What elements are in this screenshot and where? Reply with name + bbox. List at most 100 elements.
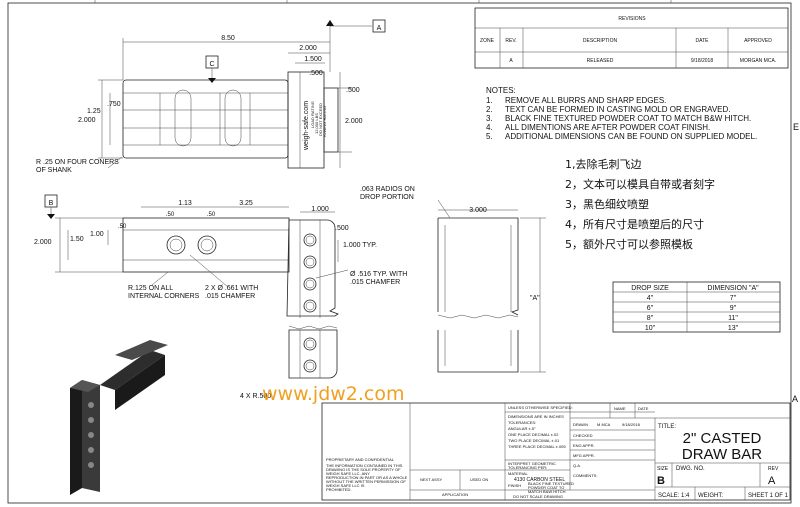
- tb-material: 4130 CARBON STEEL: [514, 477, 565, 483]
- datum-b-label: B: [49, 200, 54, 207]
- drop-cell-size: 4": [647, 295, 654, 302]
- note-text-4: ALL DIMENTIONS ARE AFTER POWDER COAT FIN…: [505, 123, 710, 132]
- tb-finish: MATCH B&W HITCH: [528, 489, 566, 494]
- tb-next-assy: NEXT ASSY: [420, 477, 442, 482]
- dim-top-500: .500: [309, 70, 323, 77]
- dim-left-125: 1.25: [87, 108, 101, 115]
- margin-mark-a: A: [792, 394, 798, 404]
- tb-qa: Q.A.: [573, 463, 581, 468]
- drop-size-table: DROP SIZE DIMENSION "A" 4" 7" 6" 9" 8" 1…: [612, 281, 781, 333]
- tb-drawn-name: M MCA: [597, 422, 611, 427]
- tb-tol-line: TWO PLACE DECIMAL ±.01: [508, 438, 560, 443]
- note-num-3: 3.: [486, 114, 493, 123]
- tb-used-on: USED ON: [470, 477, 488, 482]
- front-view: 1.000 .500 1.000 TYP. Ø .516 TYP. WITH.0…: [240, 206, 407, 400]
- top-view: weigh-safe.com LOAD RATING 12,000 LBS DO…: [36, 19, 386, 174]
- rev-header-description: DESCRIPTION: [583, 38, 618, 44]
- note-cn-1: 1,去除毛刺飞边: [565, 157, 642, 171]
- side-view: 1.13 3.25 .50 .50 .50 2.000 1.50 1.00 R.…: [34, 194, 290, 300]
- tb-title-line-2: DRAW BAR: [682, 446, 762, 463]
- drop-cell-size: 8": [647, 315, 654, 322]
- rev-header-rev: REV.: [505, 38, 516, 44]
- tb-drawn-date: 9/18/2018: [622, 422, 641, 427]
- tb-rev-label: REV: [768, 466, 779, 472]
- tb-tol-line: ANGULAR ±.5°: [508, 426, 536, 431]
- note-cn-5: 5，额外尺寸可以参照模板: [565, 237, 693, 251]
- tb-material-label: MATERIAL: [508, 471, 528, 476]
- margin-mark-e: E: [793, 122, 799, 132]
- drop-cell-dim: 11": [728, 315, 738, 322]
- tb-proprietary-line: THE INFORMATION CONTAINED IN THIS: [326, 463, 403, 468]
- engraving-line: LOAD RATING: [310, 101, 315, 128]
- datum-a-label: A: [377, 25, 382, 32]
- rev-cell-rev: A: [509, 58, 513, 64]
- dim-side-50c: .50: [118, 224, 127, 230]
- rev-header-date: DATE: [696, 38, 710, 44]
- tb-comments: COMMENTS:: [573, 473, 597, 478]
- dim-overall-length: 8.50: [221, 35, 235, 42]
- revisions-table: REVISIONS ZONE REV. DESCRIPTION DATE APP…: [474, 7, 789, 69]
- tb-proprietary-line: DRAWING IS THE SOLE PROPERTY OF: [326, 467, 401, 472]
- tb-unless: UNLESS OTHERWISE SPECIFIED:: [508, 405, 573, 410]
- tb-proprietary-line: REPRODUCTION IN PART OR AS A WHOLE: [326, 475, 408, 480]
- note-num-2: 2.: [486, 105, 493, 114]
- title-block: UNLESS OTHERWISE SPECIFIED: NAME DATE DI…: [321, 402, 791, 501]
- dim-side-50b: .50: [207, 212, 216, 218]
- dim-side-113: 1.13: [178, 200, 192, 207]
- dim-right-500: .500: [346, 87, 360, 94]
- tb-scale: SCALE: 1:4: [658, 493, 690, 499]
- note-num-5: 5.: [486, 132, 493, 141]
- note-hole-661: 2 X Ø .661 WITH.015 CHAMFER: [205, 285, 258, 300]
- drop-cell-dim: 7": [730, 295, 737, 302]
- rev-header-approved: APPROVED: [744, 38, 772, 44]
- drop-cell-dim: 9": [730, 305, 737, 312]
- note-text-5: ADDITIONAL DIMENSIONS CAN BE FOUND ON SU…: [505, 132, 757, 141]
- note-text-2: TEXT CAN BE FORMED IN CASTING MOLD OR EN…: [505, 105, 731, 114]
- rev-cell-description: RELEASED: [587, 58, 614, 64]
- note-text-1: REMOVE ALL BURRS AND SHARP EDGES.: [505, 96, 666, 105]
- notes-title: NOTES:: [486, 86, 516, 95]
- tb-drawn: DRAWN: [573, 422, 588, 427]
- tb-sheet: SHEET 1 OF 1: [748, 493, 789, 499]
- dim-left-750: .750: [107, 101, 121, 108]
- tb-tol-line: THREE PLACE DECIMAL ±.005: [508, 444, 566, 449]
- datum-c-label: C: [209, 61, 214, 68]
- tb-finish: BLACK FINE TEXTURED: [528, 481, 574, 486]
- dim-top-1500: 1.500: [304, 56, 322, 63]
- engraving-line: TOWING RATING: [322, 106, 327, 138]
- dim-right-2000: 2.000: [345, 118, 363, 125]
- drop-header-dim: DIMENSION "A": [707, 285, 759, 292]
- rev-header-zone: ZONE: [480, 38, 495, 44]
- tb-finish: POWDER COAT TO: [528, 485, 564, 490]
- tb-name: NAME: [614, 406, 626, 411]
- dim-side-50a: .50: [166, 212, 175, 218]
- note-text-3: BLACK FINE TEXTURED POWDER COAT TO MATCH…: [505, 114, 751, 123]
- tb-proprietary-title: PROPRIETARY AND CONFIDENTIAL: [326, 457, 395, 462]
- rev-cell-approved: MORGAN MCA.: [740, 58, 776, 64]
- note-cn-3: 3，黑色细纹喷塑: [565, 197, 649, 211]
- tb-size-label: SIZE: [657, 466, 669, 472]
- note-cn-4: 4，所有尺寸是喷塑后的尺寸: [565, 217, 704, 231]
- note-num-4: 4.: [486, 123, 493, 132]
- tb-no-scale: DO NOT SCALE DRAWING: [513, 494, 563, 499]
- drop-cell-size: 10": [645, 325, 656, 332]
- tb-mfg-appr: MFG APPR.: [573, 453, 595, 458]
- watermark: www.jdw2.com: [262, 383, 405, 405]
- tb-tol-line: ONE PLACE DECIMAL ±.02: [508, 432, 559, 437]
- note-r500: 4 X R.500: [240, 393, 271, 400]
- tb-interpret: INTERPRET GEOMETRIC: [508, 461, 556, 466]
- tb-eng-appr: ENG APPR.: [573, 443, 595, 448]
- tb-checked: CHECKED: [573, 433, 593, 438]
- dim-front-500: .500: [335, 225, 349, 232]
- dim-side-100: 1.00: [90, 231, 104, 238]
- dim-side-150: 1.50: [70, 236, 84, 243]
- tb-weight: WEIGHT:: [698, 493, 723, 499]
- dim-front-1000: 1.000: [311, 206, 329, 213]
- drop-cell-dim: 13": [728, 325, 739, 332]
- tb-dwg-no: DWG. NO.: [676, 466, 705, 472]
